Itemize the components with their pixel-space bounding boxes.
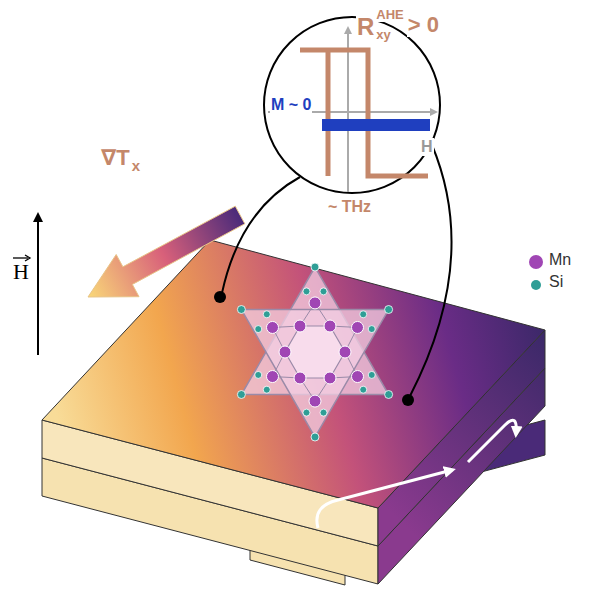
hysteresis-loop	[300, 50, 428, 176]
mn-atom	[309, 395, 321, 407]
field-arrow	[37, 214, 39, 355]
sign-label: > 0	[407, 13, 440, 37]
wire	[410, 145, 452, 396]
mn-atom	[279, 346, 291, 358]
mn-atom	[294, 320, 306, 332]
legend-text: Si	[548, 273, 564, 291]
mn-atom	[324, 372, 336, 384]
subscript: x	[131, 158, 141, 175]
si-atom	[311, 433, 319, 441]
si-atom	[303, 409, 310, 416]
contact-dot	[402, 394, 414, 406]
mn-atom	[352, 371, 364, 383]
si-atom	[360, 386, 367, 393]
si-atom	[263, 386, 270, 393]
axis	[347, 28, 349, 192]
inset-node: RxyAHE> 0M ~ 0H~ THz	[264, 17, 440, 193]
mn-atom	[309, 297, 321, 309]
legend-swatch	[531, 280, 541, 290]
wire	[222, 177, 300, 293]
mn-atom	[352, 321, 364, 333]
gradient-arrow	[88, 206, 245, 297]
si-atom	[255, 371, 262, 378]
gradient-label: ∇T	[100, 146, 131, 170]
contact-dot	[214, 291, 226, 303]
si-atom	[311, 263, 319, 271]
current-arrow	[317, 470, 452, 528]
superscript: AHE	[375, 8, 404, 22]
inset-circle	[264, 17, 440, 193]
legend-text: Mn	[548, 251, 572, 269]
si-atom	[263, 311, 270, 318]
field-label: H	[12, 260, 30, 284]
mn-atom	[294, 372, 306, 384]
si-atom	[368, 371, 375, 378]
si-atom	[255, 326, 262, 333]
vector-arrow	[13, 257, 28, 258]
magnetization-label: M ~ 0	[270, 96, 312, 114]
si-atom	[303, 288, 310, 295]
si-atom	[360, 311, 367, 318]
si-atom	[237, 391, 245, 399]
hysteresis-loop	[326, 50, 331, 176]
si-atom	[385, 306, 393, 314]
si-atom	[385, 391, 393, 399]
mn-atom	[267, 371, 279, 383]
current-arrow	[468, 420, 516, 462]
kagome-lattice	[237, 263, 392, 441]
si-atom	[320, 288, 327, 295]
mn-atom	[267, 321, 279, 333]
legend-swatch	[529, 255, 543, 269]
lattice-hexagon	[285, 326, 345, 378]
subscript: xy	[375, 28, 391, 42]
frequency-label: ~ THz	[327, 198, 372, 216]
si-atom	[368, 326, 375, 333]
resistance-symbol: R	[356, 14, 375, 40]
magnetization-bar	[322, 119, 430, 131]
axis-label: H	[420, 138, 434, 156]
mn-atom	[324, 320, 336, 332]
si-atom	[320, 409, 327, 416]
lattice-triangle	[241, 310, 388, 438]
si-atom	[237, 306, 245, 314]
mn-atom	[339, 346, 351, 358]
